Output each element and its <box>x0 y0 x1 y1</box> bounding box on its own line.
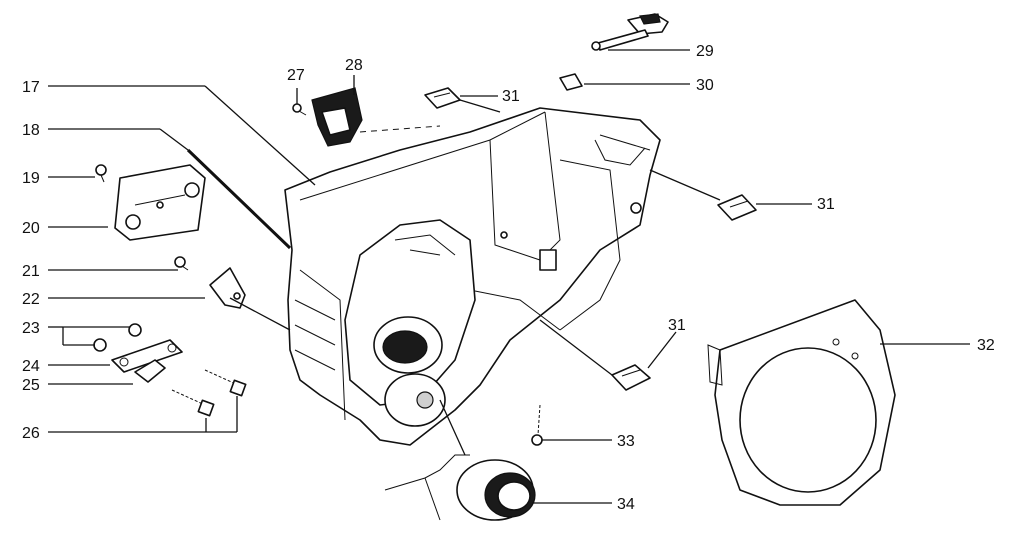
part-20-plate <box>114 164 206 241</box>
leader-lines <box>48 49 970 504</box>
part-31-clip-a <box>424 87 461 109</box>
part-19-screw <box>95 164 107 183</box>
part-25-bent-plate <box>134 359 166 383</box>
part-30-clip <box>559 73 583 91</box>
callout-20: 20 <box>22 220 40 237</box>
callout-27: 27 <box>287 67 305 84</box>
callout-31-top: 31 <box>502 88 520 105</box>
callout-28: 28 <box>345 57 363 74</box>
callout-23: 23 <box>22 320 40 337</box>
part-23-nuts <box>93 323 142 352</box>
callout-31-right: 31 <box>817 196 835 213</box>
callout-26: 26 <box>22 425 40 442</box>
part-31-clip-b <box>717 194 757 221</box>
callout-30: 30 <box>696 77 714 94</box>
callout-34: 34 <box>617 496 635 513</box>
callout-25: 25 <box>22 377 40 394</box>
part-27-screw <box>292 103 307 116</box>
part-21-screw <box>174 256 189 271</box>
callout-labels: 17 18 19 20 21 22 23 24 25 26 27 28 29 3… <box>22 43 995 513</box>
callout-32: 32 <box>977 337 995 354</box>
callout-31-bottom: 31 <box>668 317 686 334</box>
part-22-bracket <box>209 267 246 309</box>
callout-17: 17 <box>22 79 40 96</box>
part-29-lever <box>591 13 669 51</box>
cylinder-boss <box>344 219 476 427</box>
part-34-cap <box>384 454 536 521</box>
part-31-clip-c <box>611 364 651 391</box>
callout-21: 21 <box>22 263 40 280</box>
part-18-rod <box>186 148 292 250</box>
part-26-bolts <box>171 369 247 417</box>
callout-18: 18 <box>22 122 40 139</box>
callout-19: 19 <box>22 170 40 187</box>
callout-33: 33 <box>617 433 635 450</box>
callout-22: 22 <box>22 291 40 308</box>
part-32-cover <box>707 299 896 506</box>
callout-29: 29 <box>696 43 714 60</box>
part-28-block <box>311 87 441 147</box>
callout-24: 24 <box>22 358 40 375</box>
part-33-bolt <box>531 404 543 446</box>
part-24-link-plate <box>111 339 183 373</box>
